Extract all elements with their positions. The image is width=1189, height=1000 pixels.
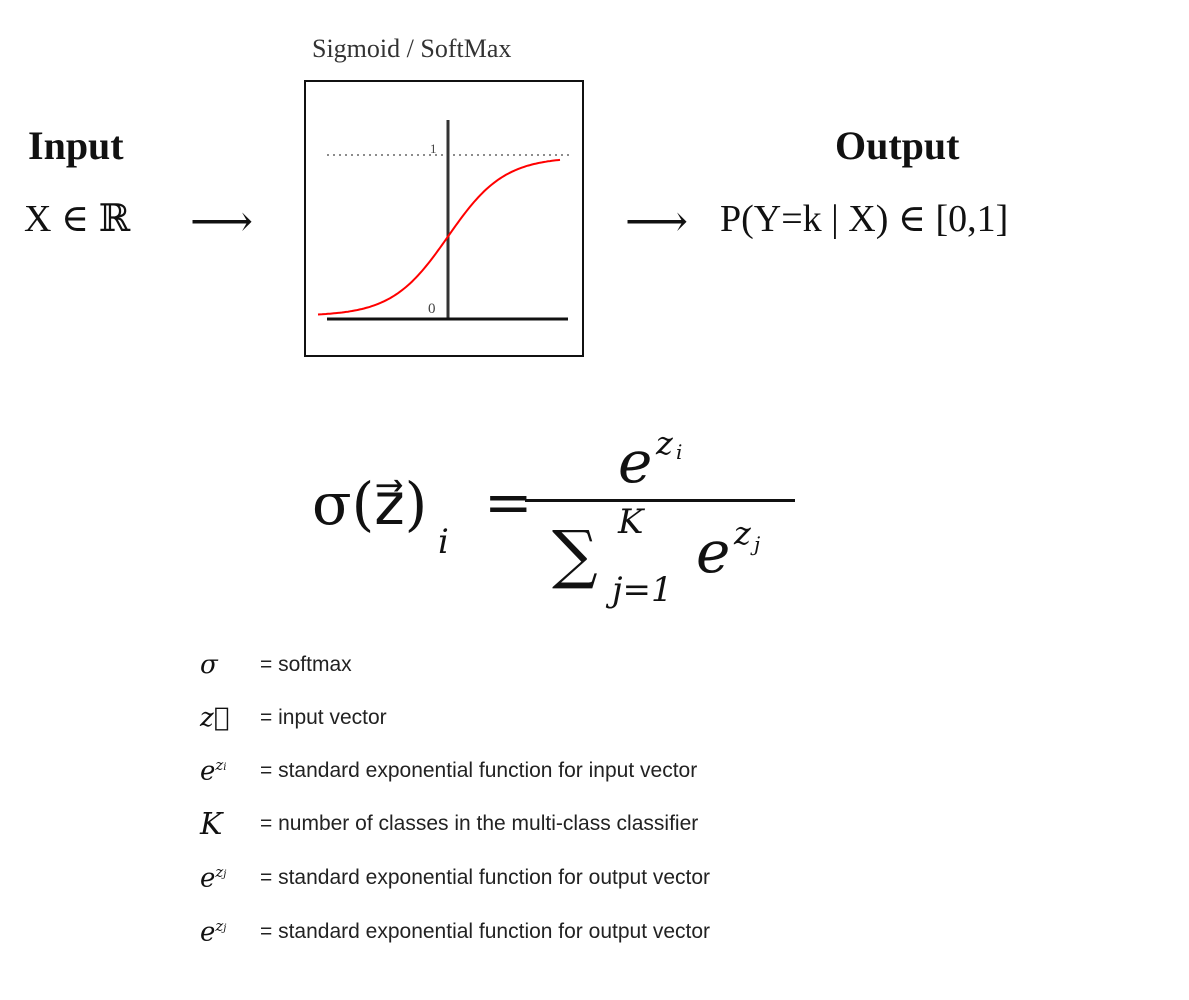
formula-lhs-subscript: i (438, 522, 449, 562)
legend-symbol: z⃗ (200, 703, 230, 733)
sigmoid-box-title: Sigmoid / SoftMax (312, 34, 512, 63)
y-tick-1: 1 (430, 141, 437, 156)
legend-symbol: ezj (200, 916, 227, 948)
sigmoid-plot-frame (304, 80, 584, 357)
sigmoid-curve (317, 158, 561, 316)
legend-item: ezj = standard exponential function for … (200, 858, 710, 898)
sigmoid-plot: 1 0 (317, 120, 572, 321)
legend-text: = softmax (260, 653, 352, 676)
numerator-exponent: z (656, 424, 673, 462)
legend-text: = standard exponential function for outp… (260, 866, 711, 889)
formula-lhs: σ(z⃗) (312, 470, 428, 538)
legend-symbol: K (200, 806, 223, 842)
legend-item: ezj = standard exponential function for … (200, 912, 710, 952)
sum-lower-limit: j=1 (612, 570, 673, 610)
legend-symbol: ezj (200, 862, 227, 894)
fraction-bar (525, 499, 795, 502)
legend-item: ezi = standard exponential function for … (200, 751, 697, 791)
numerator-exponent-subscript: i (676, 440, 683, 464)
legend-text: = standard exponential function for outp… (260, 920, 711, 943)
legend-text: = standard exponential function for inpu… (260, 759, 698, 782)
sum-upper-limit: K (618, 502, 644, 542)
denominator-base: e (696, 518, 731, 586)
denominator-exponent: z (734, 514, 751, 552)
formula-equals: = (484, 468, 533, 536)
right-arrow-icon: ⟶ (190, 196, 254, 247)
numerator-base: e (618, 428, 653, 496)
input-title: Input (28, 123, 124, 168)
legend-item: K = number of classes in the multi-class… (200, 804, 698, 844)
denominator-exponent-subscript: j (754, 532, 761, 556)
legend-item: z⃗ = input vector (200, 698, 387, 738)
legend-symbol: ezi (200, 755, 227, 787)
output-title: Output (835, 123, 960, 168)
legend-symbol: σ (200, 650, 218, 680)
y-tick-0: 0 (428, 301, 436, 317)
legend-item: σ = softmax (200, 645, 352, 685)
legend-text: = input vector (260, 706, 387, 729)
sum-symbol: ∑ (552, 518, 598, 592)
right-arrow-icon: ⟶ (625, 196, 689, 247)
output-expression: P(Y=k | X) ∈ [0,1] (720, 198, 1009, 240)
legend-text: = number of classes in the multi-class c… (260, 812, 699, 835)
input-expression: X ∈ ℝ (24, 198, 131, 240)
softmax-formula: σ(z⃗) i = e z i ∑ K j=1 e z j (312, 424, 812, 630)
